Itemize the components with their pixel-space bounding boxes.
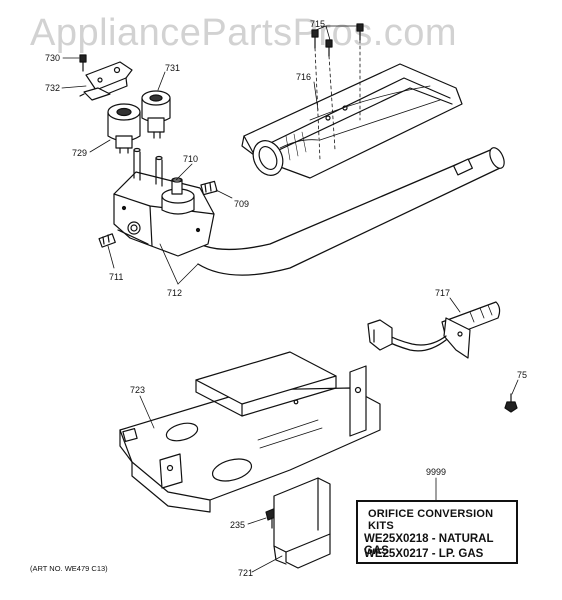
- part-731-coil: [141, 90, 171, 139]
- label-709: 709: [234, 199, 250, 209]
- leader-lines: [61, 25, 519, 573]
- part-721-shield: [273, 477, 331, 569]
- orifice-kit-lp-gas: WE25X0217 - LP. GAS: [364, 548, 484, 560]
- label-711: 711: [109, 272, 124, 282]
- orifice-kit-natural-gas: WE25X0218 - NATURAL GAS: [364, 533, 494, 557]
- part-709-fitting: [200, 180, 218, 196]
- part-732-bracket: [79, 61, 133, 101]
- part-729-coil: [107, 103, 141, 154]
- part-75-screw: [504, 393, 518, 413]
- label-75: 75: [517, 370, 528, 380]
- label-235: 235: [230, 520, 246, 530]
- label-729: 729: [72, 148, 88, 158]
- part-717-igniter: [367, 301, 501, 359]
- label-9999: 9999: [426, 467, 447, 477]
- part-723-bracket: [119, 351, 381, 513]
- part-712-pipe: [187, 147, 505, 276]
- label-712: 712: [167, 288, 183, 298]
- orifice-kits-title: ORIFICE CONVERSION KITS: [368, 508, 494, 532]
- label-730: 730: [45, 53, 61, 63]
- part-711-fitting: [98, 233, 116, 248]
- part-716-burner-tube: [241, 63, 463, 179]
- label-715: 715: [310, 19, 326, 29]
- label-717: 717: [435, 288, 451, 298]
- part-710-gas-valve: [113, 147, 215, 257]
- label-731: 731: [165, 63, 181, 73]
- watermark-text: AppliancePartsPros.com: [30, 12, 458, 54]
- label-710: 710: [183, 154, 199, 164]
- orifice-conversion-kits-box: ORIFICE CONVERSION KITS WE25X0218 - NATU…: [356, 500, 518, 564]
- art-number: (ART NO. WE479 C13): [30, 564, 108, 573]
- part-730-screw: [79, 54, 87, 72]
- label-723: 723: [130, 385, 146, 395]
- label-721: 721: [238, 568, 254, 578]
- label-732: 732: [45, 83, 61, 93]
- label-716: 716: [296, 72, 312, 82]
